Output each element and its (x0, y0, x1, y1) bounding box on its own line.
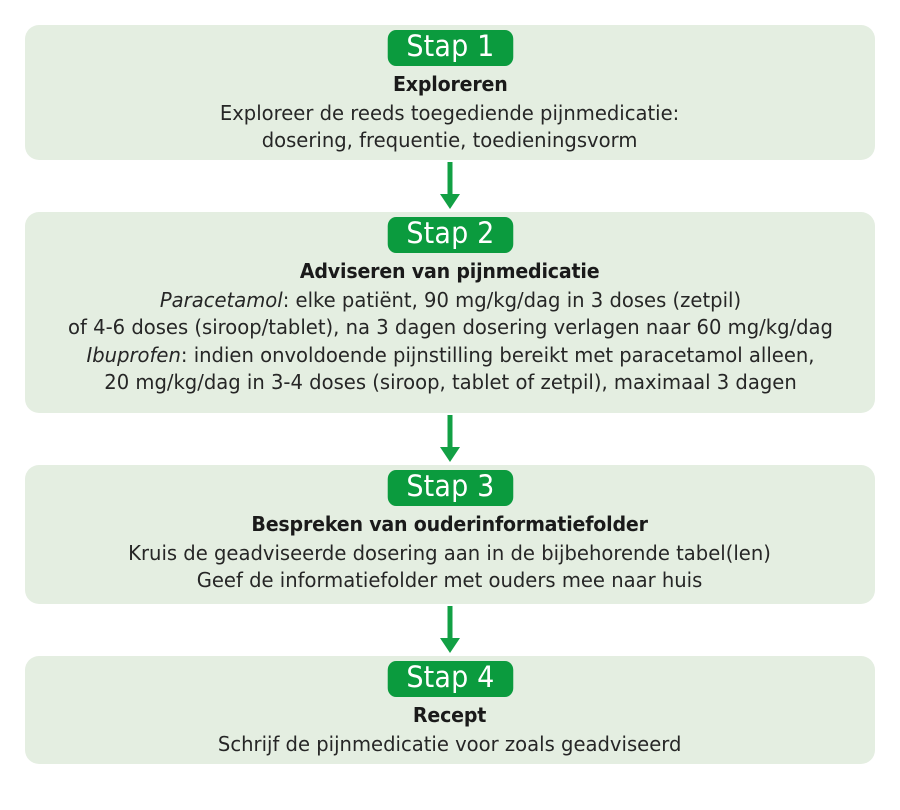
step-1-line-2-seg-1: dosering, frequentie, toedieningsvorm (262, 128, 638, 153)
step-title-4: Recept (413, 703, 487, 728)
step-pill-4: Stap 4 (387, 661, 513, 698)
connector-3 (25, 604, 875, 656)
down-arrow-icon (440, 606, 460, 653)
step-body-2: Paracetamol: elke patiënt, 90 mg/kg/dag … (68, 287, 833, 397)
step-pill-2: Stap 2 (387, 217, 513, 254)
connector-2 (25, 413, 875, 465)
step-pill-1: Stap 1 (387, 30, 513, 67)
step-2-line-4-seg-1: 20 mg/kg/dag in 3-4 doses (siroop, table… (103, 370, 797, 395)
step-3-line-2: Geef de informatiefolder met ouders mee … (129, 567, 772, 594)
step-2-line-2-seg-1: of 4-6 doses (siroop/tablet), na 3 dagen… (67, 315, 833, 340)
step-2-line-1-seg-2: : elke patiënt, 90 mg/kg/dag in 3 doses … (282, 288, 741, 313)
step-3-line-2-seg-1: Geef de informatiefolder met ouders mee … (197, 568, 703, 593)
step-2-line-1-seg-1: Paracetamol (159, 288, 283, 313)
step-1-line-1: Exploreer de reeds toegediende pijnmedic… (220, 100, 679, 127)
step-2-line-3: Ibuprofen: indien onvoldoende pijnstilli… (68, 342, 833, 369)
step-2-line-4: 20 mg/kg/dag in 3-4 doses (siroop, table… (68, 369, 833, 396)
step-body-4: Schrijf de pijnmedicatie voor zoals gead… (218, 731, 681, 758)
step-pill-3: Stap 3 (387, 470, 513, 507)
step-title-2: Adviseren van pijnmedicatie (300, 259, 600, 284)
step-4-line-1-seg-1: Schrijf de pijnmedicatie voor zoals gead… (218, 732, 682, 757)
step-box-3: Stap 3 Bespreken van ouderinformatiefolde… (25, 465, 875, 604)
step-title-3: Bespreken van ouderinformatiefolder (251, 512, 649, 537)
step-1-line-1-seg-1: Exploreer de reeds toegediende pijnmedic… (220, 101, 680, 126)
down-arrow-icon (440, 415, 460, 462)
step-2-line-1: Paracetamol: elke patiënt, 90 mg/kg/dag … (68, 287, 833, 314)
step-body-1: Exploreer de reeds toegediende pijnmedic… (220, 100, 679, 155)
step-title-1: Exploreren (392, 72, 508, 97)
step-3-line-1-seg-1: Kruis de geadviseerde dosering aan in de… (128, 541, 772, 566)
step-body-3: Kruis de geadviseerde dosering aan in de… (129, 540, 772, 595)
step-2-line-2: of 4-6 doses (siroop/tablet), na 3 dagen… (68, 314, 833, 341)
down-arrow-icon (440, 162, 460, 209)
step-2-line-3-seg-2: : indien onvoldoende pijnstilling bereik… (180, 342, 815, 367)
step-3-line-1: Kruis de geadviseerde dosering aan in de… (129, 540, 772, 567)
step-1-line-2: dosering, frequentie, toedieningsvorm (220, 127, 679, 154)
connector-1 (25, 160, 875, 212)
step-4-line-1: Schrijf de pijnmedicatie voor zoals gead… (218, 731, 681, 758)
step-2-line-3-seg-1: Ibuprofen (85, 342, 181, 367)
